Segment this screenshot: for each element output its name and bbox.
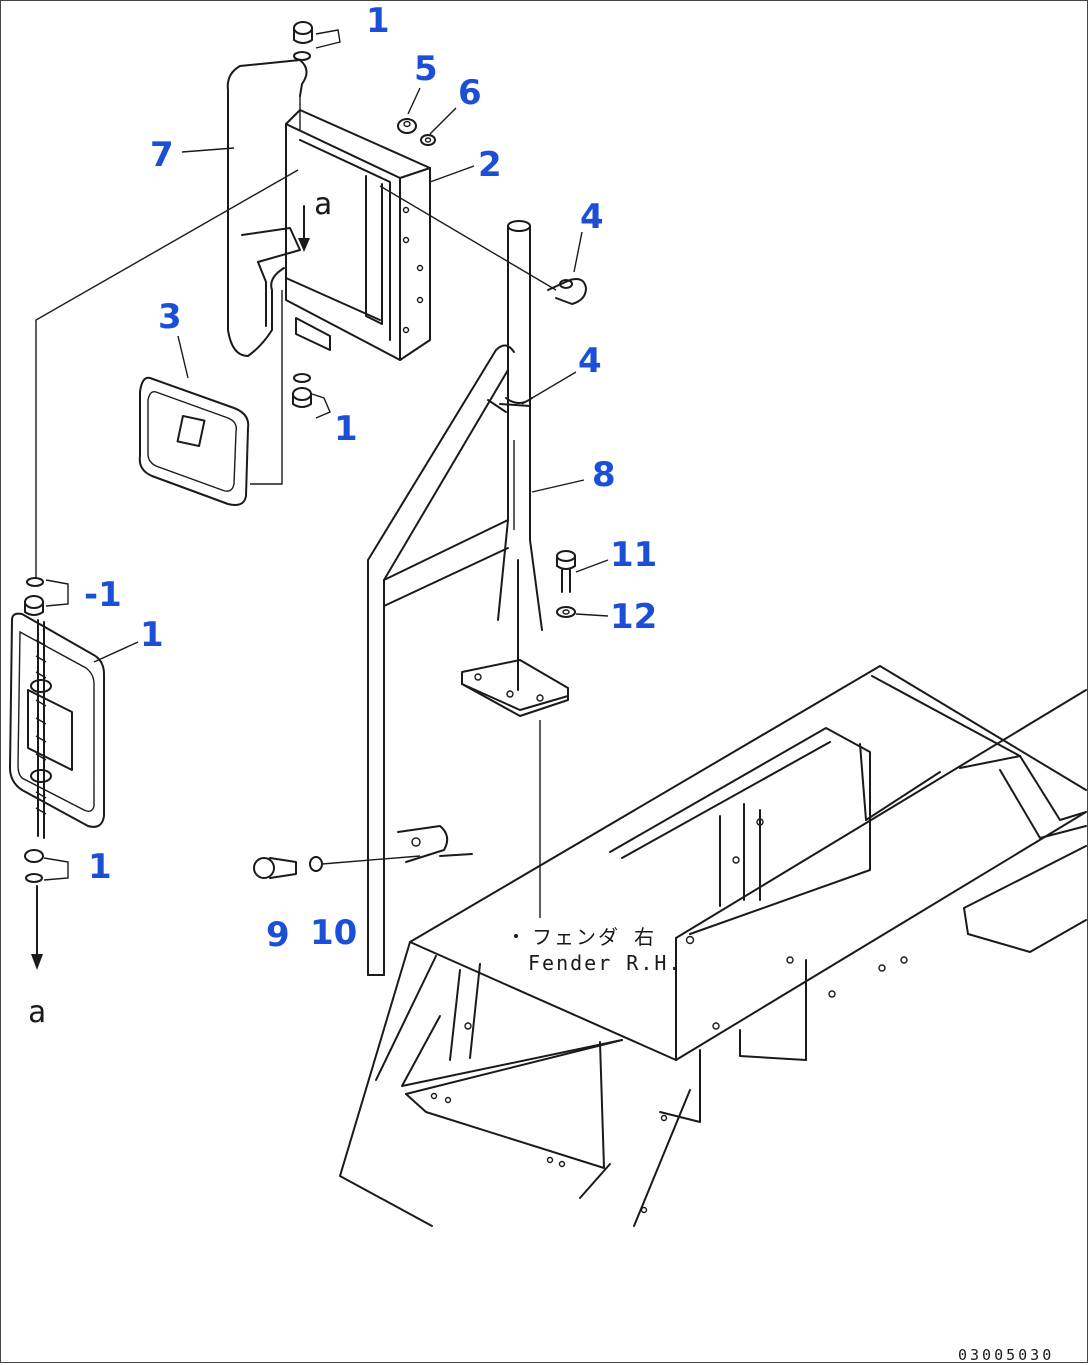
document-number: 03005030 xyxy=(958,1346,1054,1364)
view-mark-top: a xyxy=(314,187,332,222)
handrail xyxy=(367,344,515,976)
callout-9: 9 xyxy=(266,915,290,955)
callout-10: 10 xyxy=(310,913,357,953)
view-arrow-top xyxy=(298,205,310,252)
callout-4-upper: 4 xyxy=(580,197,604,237)
washer-part-6 xyxy=(420,134,436,146)
callout-1-lower-nut: 1 xyxy=(88,847,112,887)
clamp-bolt-part-4-upper xyxy=(547,278,587,305)
callout-3: 3 xyxy=(158,297,182,337)
fender-label-english: Fender R.H. xyxy=(528,951,682,975)
mirror-stay-part-8 xyxy=(461,220,569,717)
callout-2: 2 xyxy=(478,145,502,185)
washer-part-10 xyxy=(309,856,323,872)
callout-1-mid-nut: 1 xyxy=(334,409,358,449)
callout-11: 11 xyxy=(610,535,657,575)
callout-1-upper-nut: -1 xyxy=(84,575,122,615)
nut-washer-top xyxy=(293,21,313,61)
nut-part-5 xyxy=(397,118,417,134)
callout-6: 6 xyxy=(458,73,482,113)
callout-12: 12 xyxy=(610,597,657,637)
callout-1-mirror-assembly: 1 xyxy=(140,615,164,655)
callout-1-top-nut: 1 xyxy=(366,1,390,41)
mirror-assembly-part-1 xyxy=(9,577,105,883)
callout-8: 8 xyxy=(592,455,616,495)
callout-4-lower: 4 xyxy=(578,341,602,381)
callout-leaders xyxy=(43,29,609,881)
assembly-guide-lines xyxy=(35,169,557,918)
bolt-part-11 xyxy=(556,550,576,593)
view-mark-bottom: a xyxy=(28,995,46,1030)
mirror-bracket-part-7 xyxy=(226,59,308,357)
washer-part-12 xyxy=(556,606,576,618)
bolt-part-9 xyxy=(253,857,297,879)
callout-5: 5 xyxy=(414,49,438,89)
view-arrow-bottom xyxy=(31,885,43,970)
fender-label-marker xyxy=(514,934,518,938)
nut-washer-mid xyxy=(292,373,312,408)
clamp-bolt-part-4-lower xyxy=(487,399,531,413)
fender-label-japanese: フェンダ 右 xyxy=(532,925,656,949)
fender-right xyxy=(339,665,1087,1227)
callout-7: 7 xyxy=(150,135,174,175)
mirror-glass-part-3 xyxy=(138,376,250,506)
mirror-housing-part-2 xyxy=(285,109,431,361)
